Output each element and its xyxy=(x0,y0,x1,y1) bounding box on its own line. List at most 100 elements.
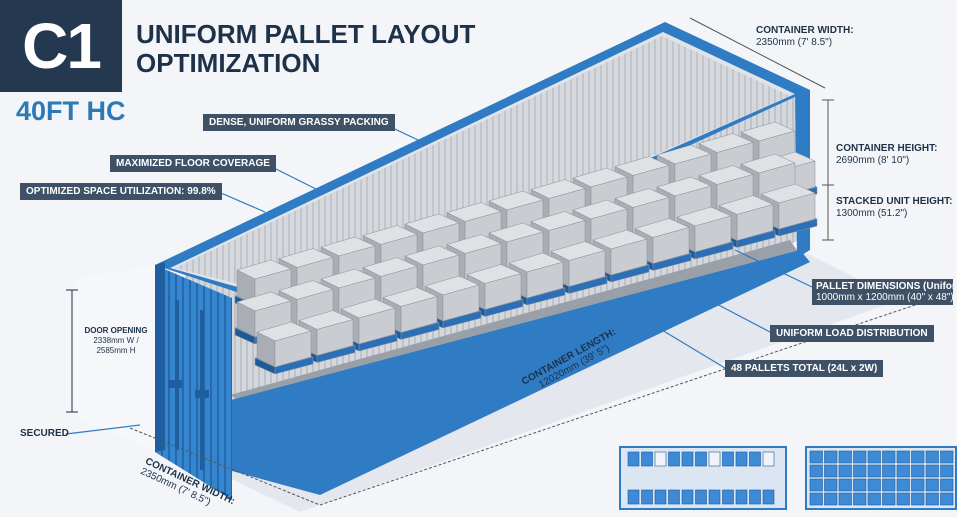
plan-cell xyxy=(809,492,823,506)
box-front xyxy=(652,227,690,264)
plan-cell xyxy=(668,451,680,467)
box-front xyxy=(736,204,774,241)
plan-cell xyxy=(940,492,954,506)
plan-cell xyxy=(896,492,910,506)
plan-cell xyxy=(681,451,694,467)
plan-cell xyxy=(824,492,838,506)
plan-cell xyxy=(867,492,881,506)
plan-cell xyxy=(882,464,896,478)
plan-cell xyxy=(809,464,823,478)
leader-load xyxy=(689,289,771,333)
container-height-value: 2690mm (8' 10") xyxy=(836,155,910,166)
container-width-top-value: 2350mm (7' 8.5") xyxy=(756,37,833,48)
container-type: 40FT HC xyxy=(16,96,126,126)
pallet-dimensions-value: 1000mm x 1200mm (40" x 48") xyxy=(816,292,953,303)
pallet-base-front xyxy=(484,299,524,317)
plan-cell xyxy=(896,464,910,478)
plan-cell xyxy=(722,451,734,467)
door-opening-value-1: 2338mm W / xyxy=(93,336,139,345)
pallet-base-front xyxy=(442,310,482,329)
leader-space xyxy=(213,189,266,213)
box-front xyxy=(610,238,648,276)
plan-cell xyxy=(940,450,954,464)
box-front xyxy=(568,250,606,287)
plan-cell xyxy=(809,478,823,492)
box-front xyxy=(484,273,522,310)
leader-dims xyxy=(734,249,813,288)
plan-cell xyxy=(722,489,734,505)
pallet-unit xyxy=(296,310,356,363)
stacked-height-value: 1300mm (51.2") xyxy=(836,208,908,219)
plan-cell xyxy=(911,464,925,478)
plan-cell xyxy=(809,450,823,464)
plan-cell xyxy=(838,478,852,492)
plan-cell xyxy=(853,464,867,478)
plan-cell xyxy=(838,492,852,506)
container-height-label: CONTAINER HEIGHT: xyxy=(836,143,938,154)
plan-cell xyxy=(695,489,707,505)
plan-cell xyxy=(824,478,838,492)
pallet-base-front xyxy=(316,345,356,363)
box-front xyxy=(316,319,354,356)
plan-cell xyxy=(911,492,925,506)
plan-cell xyxy=(896,450,910,464)
plan-cell xyxy=(641,489,653,505)
box-front xyxy=(400,296,438,333)
plan-cell xyxy=(838,464,852,478)
plan-cell xyxy=(824,464,838,478)
plan-cell xyxy=(654,489,667,505)
page-title: UNIFORM PALLET LAYOUT OPTIMIZATION xyxy=(136,19,476,78)
plan-cell xyxy=(853,478,867,492)
section-badge: C1 xyxy=(0,0,122,92)
box-front xyxy=(694,215,732,253)
plan-cell xyxy=(762,489,775,505)
leader-secured xyxy=(65,424,141,435)
pallet-base-front xyxy=(568,276,608,294)
door-opening-note: DOOR OPENING 2338mm W / 2585mm H xyxy=(80,290,152,410)
pallet-base-front xyxy=(274,356,314,375)
plan-cell xyxy=(641,451,653,467)
plan-cell xyxy=(627,489,640,505)
plan-cell xyxy=(940,464,954,478)
box-front xyxy=(526,261,564,299)
plan-cell xyxy=(882,450,896,464)
plan-cell xyxy=(896,478,910,492)
pallet-base-front xyxy=(526,287,566,306)
container-height-note: CONTAINER HEIGHT: 2690mm (8' 10") xyxy=(836,143,937,167)
plan-cell xyxy=(708,451,721,467)
plan-cell xyxy=(735,489,748,505)
pallet-base-front xyxy=(694,241,734,260)
callout-load-distribution: UNIFORM LOAD DISTRIBUTION xyxy=(770,325,934,342)
plan-cell xyxy=(681,489,694,505)
stacked-height-label: STACKED UNIT HEIGHT: xyxy=(836,196,953,207)
plan-cell xyxy=(749,489,761,505)
pallet-unit xyxy=(234,291,294,345)
box-front xyxy=(274,330,312,368)
plan-cell xyxy=(911,478,925,492)
plan-cell xyxy=(867,478,881,492)
pallet-base-front xyxy=(358,333,398,352)
plan-cell xyxy=(925,450,939,464)
plan-cell xyxy=(925,464,939,478)
plan-cell xyxy=(735,451,748,467)
plan-cell xyxy=(867,450,881,464)
plan-cell xyxy=(882,492,896,506)
pallet-dimensions-label: PALLET DIMENSIONS (Uniform) xyxy=(816,281,953,292)
callout-space-utilization: OPTIMIZED SPACE UTILIZATION: 99.8% xyxy=(20,183,222,200)
plan-cell xyxy=(925,478,939,492)
callout-pallet-total: 48 PALLETS TOTAL (24L x 2W) xyxy=(725,360,884,377)
callout-dense-packing: DENSE, UNIFORM GRASSY PACKING xyxy=(203,114,395,131)
callout-secured: SECURED xyxy=(20,428,69,439)
plan-cell xyxy=(882,478,896,492)
plan-cell xyxy=(708,489,721,505)
box-front xyxy=(442,284,480,322)
plan-cell xyxy=(867,464,881,478)
pallet-base-front xyxy=(736,230,776,248)
plan-cell xyxy=(911,450,925,464)
plan-cell xyxy=(838,450,852,464)
container-door xyxy=(155,265,232,500)
pallet-base-front xyxy=(778,218,818,237)
leader-total xyxy=(651,323,726,369)
